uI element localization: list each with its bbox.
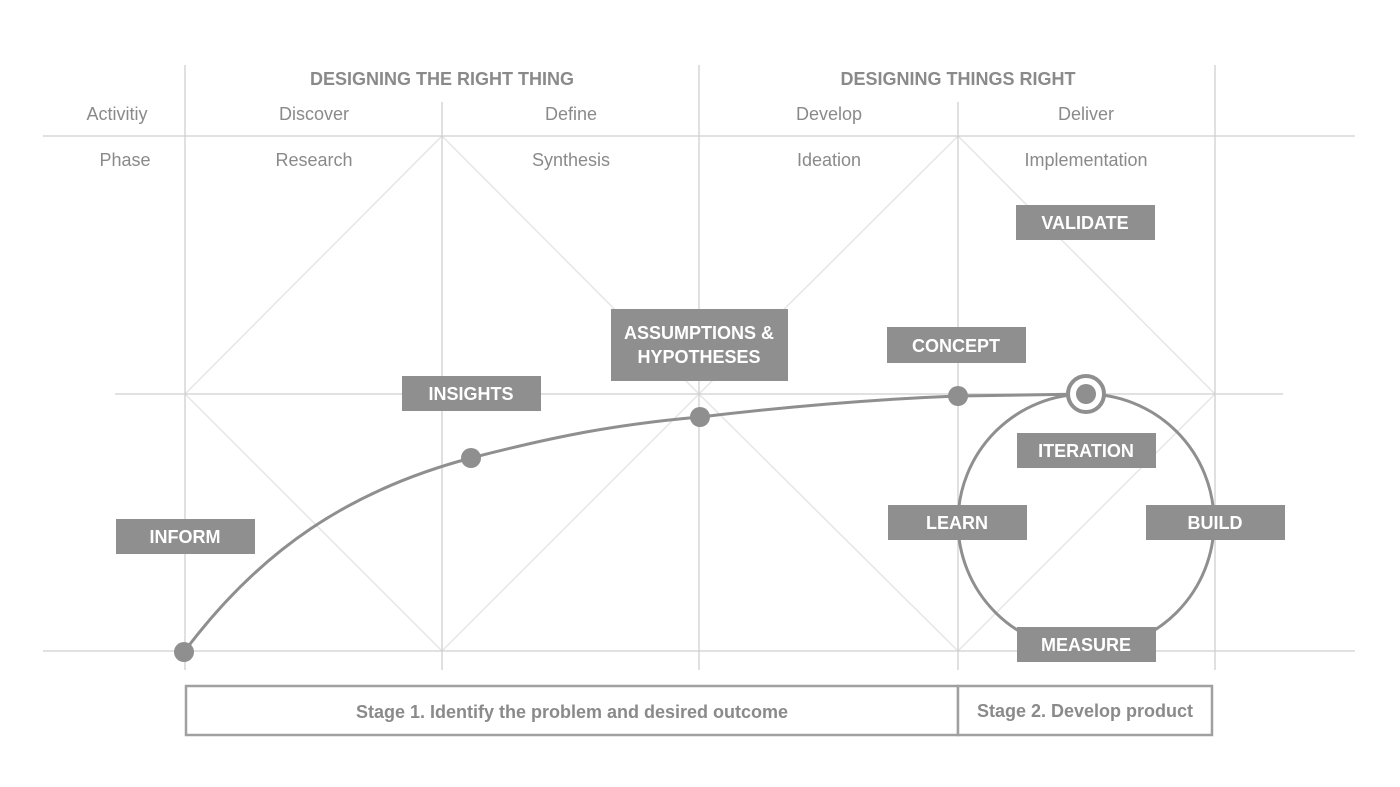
svg-text:HYPOTHESES: HYPOTHESES <box>637 347 760 367</box>
svg-text:VALIDATE: VALIDATE <box>1041 213 1128 233</box>
svg-text:ITERATION: ITERATION <box>1038 441 1134 461</box>
svg-text:LEARN: LEARN <box>926 513 988 533</box>
svg-text:ASSUMPTIONS &: ASSUMPTIONS & <box>624 323 774 343</box>
point-validate <box>1076 384 1096 404</box>
point-inform <box>174 642 194 662</box>
label-inform: INFORM <box>116 519 255 554</box>
activity-discover: Discover <box>279 104 349 124</box>
point-concept <box>948 386 968 406</box>
stage-1-bar: Stage 1. Identify the problem and desire… <box>184 684 960 737</box>
phase-label: Phase <box>99 150 150 170</box>
svg-text:Stage 1. Identify the problem: Stage 1. Identify the problem and desire… <box>356 702 788 722</box>
svg-text:INSIGHTS: INSIGHTS <box>428 384 513 404</box>
label-learn: LEARN <box>888 505 1027 540</box>
label-measure: MEASURE <box>1017 627 1156 662</box>
header-designing-things-right: DESIGNING THINGS RIGHT <box>840 69 1075 89</box>
label-concept: CONCEPT <box>887 327 1026 363</box>
svg-text:CONCEPT: CONCEPT <box>912 336 1000 356</box>
point-insights <box>461 448 481 468</box>
svg-text:INFORM: INFORM <box>150 527 221 547</box>
activity-deliver: Deliver <box>1058 104 1114 124</box>
label-insights: INSIGHTS <box>402 376 541 411</box>
point-assumptions <box>690 407 710 427</box>
svg-text:Stage 2. Develop product: Stage 2. Develop product <box>977 701 1193 721</box>
progress-curve <box>182 392 1087 653</box>
svg-text:MEASURE: MEASURE <box>1041 635 1131 655</box>
stage-2-bar: Stage 2. Develop product <box>956 684 1214 737</box>
activity-develop: Develop <box>796 104 862 124</box>
svg-text:BUILD: BUILD <box>1188 513 1243 533</box>
activity-define: Define <box>545 104 597 124</box>
activity-label: Activitiy <box>86 104 147 124</box>
label-iteration: ITERATION <box>1017 433 1156 468</box>
label-validate: VALIDATE <box>1016 205 1155 240</box>
phase-research: Research <box>275 150 352 170</box>
header-designing-right-thing: DESIGNING THE RIGHT THING <box>310 69 574 89</box>
phase-implementation: Implementation <box>1024 150 1147 170</box>
label-build: BUILD <box>1146 505 1285 540</box>
phase-ideation: Ideation <box>797 150 861 170</box>
label-assumptions: ASSUMPTIONS & HYPOTHESES <box>611 309 788 381</box>
phase-synthesis: Synthesis <box>532 150 610 170</box>
